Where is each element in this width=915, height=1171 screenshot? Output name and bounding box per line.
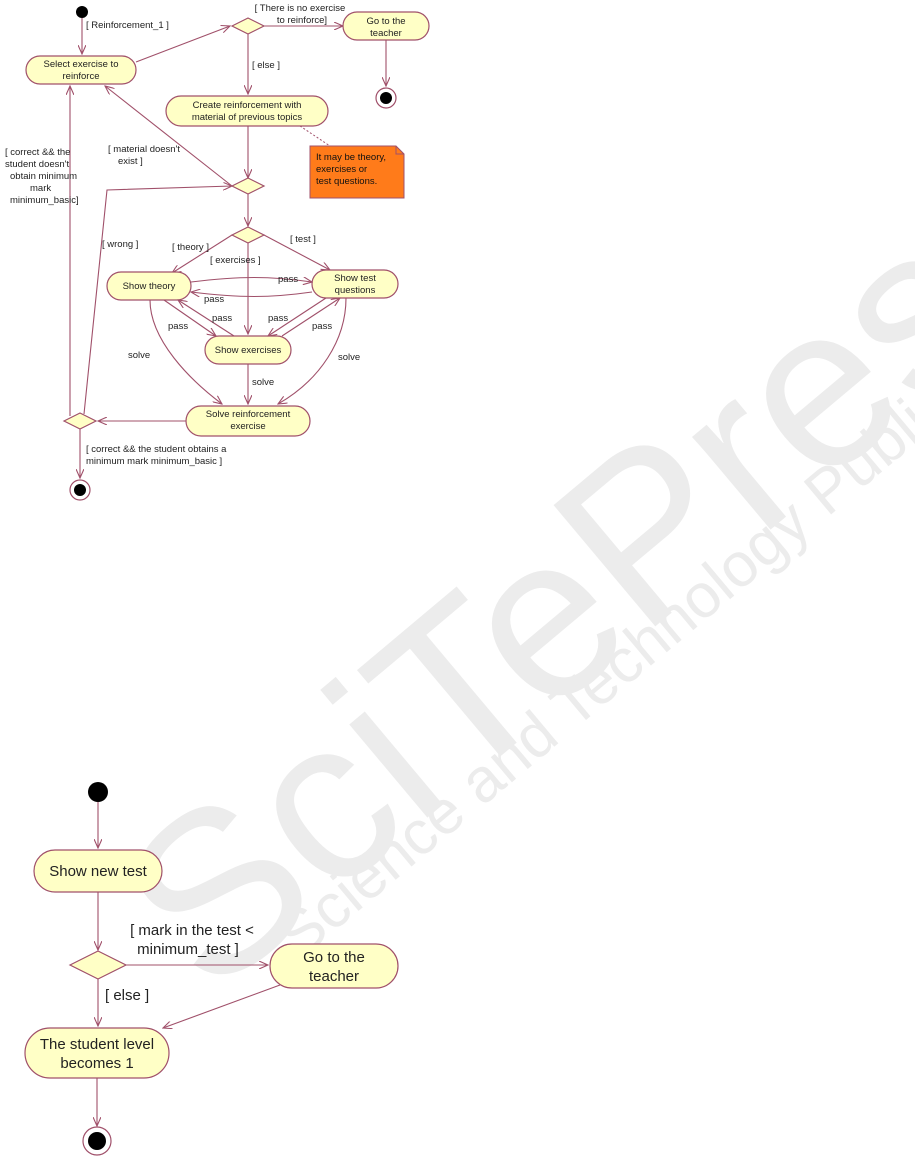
d1-decision-4 [62,412,98,430]
d1-decision-3 [230,226,266,244]
d1-label-pass-2: pass [204,294,224,305]
d1-label-pass-5: pass [268,313,288,324]
d1-note-box [309,145,405,199]
d1-guard-theory: [ theory ] [172,242,209,253]
d1-flow-test-solve [278,297,347,404]
d1-activity-select-exercise [25,55,137,85]
d2-guard-else: [ else ] [105,987,149,1004]
d1-final-node-bottom-inner [74,484,86,496]
d1-flow-theory-solve [149,299,222,404]
d1-note-anchor [299,125,331,147]
d1-guard-else: [ else ] [252,60,280,71]
d2-guard-mark-low: [ mark in the test <minimum_test ] [130,922,254,958]
d2-activity-show-new-test-label: Show new test [49,863,147,880]
d1-flow-material-not-exist [105,86,233,187]
d2-decision [68,950,128,980]
d1-label-solve-3: solve [338,352,360,363]
d1-label-pass-4: pass [212,313,232,324]
d1-initial-node [76,6,88,18]
d1-activity-show-theory [106,271,192,301]
d1-flow-to-decision-1 [135,26,230,63]
d1-flow-theory-to-test [190,278,312,283]
d1-activity-show-theory-label: Show theory [123,281,176,292]
d1-flow-test-to-theory [191,292,313,297]
d1-label-pass-1: pass [278,274,298,285]
d2-flow-teacher-to-level [163,984,281,1028]
d1-flow-theory [172,234,233,273]
d1-activity-create-reinforcement [165,95,329,127]
d1-note-fold [395,146,404,155]
d1-label-pass-3: pass [168,321,188,332]
d1-guard-exercises: [ exercises ] [210,255,261,266]
d1-decision-1 [230,17,266,35]
d1-final-node-top-inner [380,92,392,104]
d1-flow-test [263,234,330,270]
d2-initial-node [88,782,108,802]
d1-label-solve-2: solve [252,377,274,388]
diagram-2: Show new test [ mark in the test <minimu… [24,782,399,1156]
d1-guard-wrong: [ wrong ] [102,239,138,250]
d1-activity-show-exercises-label: Show exercises [215,345,282,356]
d1-flow-test-to-exercises [268,297,327,336]
d1-flow-exercises-to-theory [178,300,235,337]
d2-activity-go-teacher [269,943,399,989]
d1-label-solve-1: solve [128,350,150,361]
d1-label-pass-6: pass [312,321,332,332]
d1-guard-reinforcement-1: [ Reinforcement_1 ] [86,20,169,31]
d1-guard-test: [ test ] [290,234,316,245]
d1-flow-exercises-to-test [281,298,340,337]
d1-decision-2 [230,177,266,195]
d1-flow-wrong [83,186,232,415]
d2-final-node-inner [88,1132,106,1150]
d1-flow-theory-to-exercises [163,299,216,336]
